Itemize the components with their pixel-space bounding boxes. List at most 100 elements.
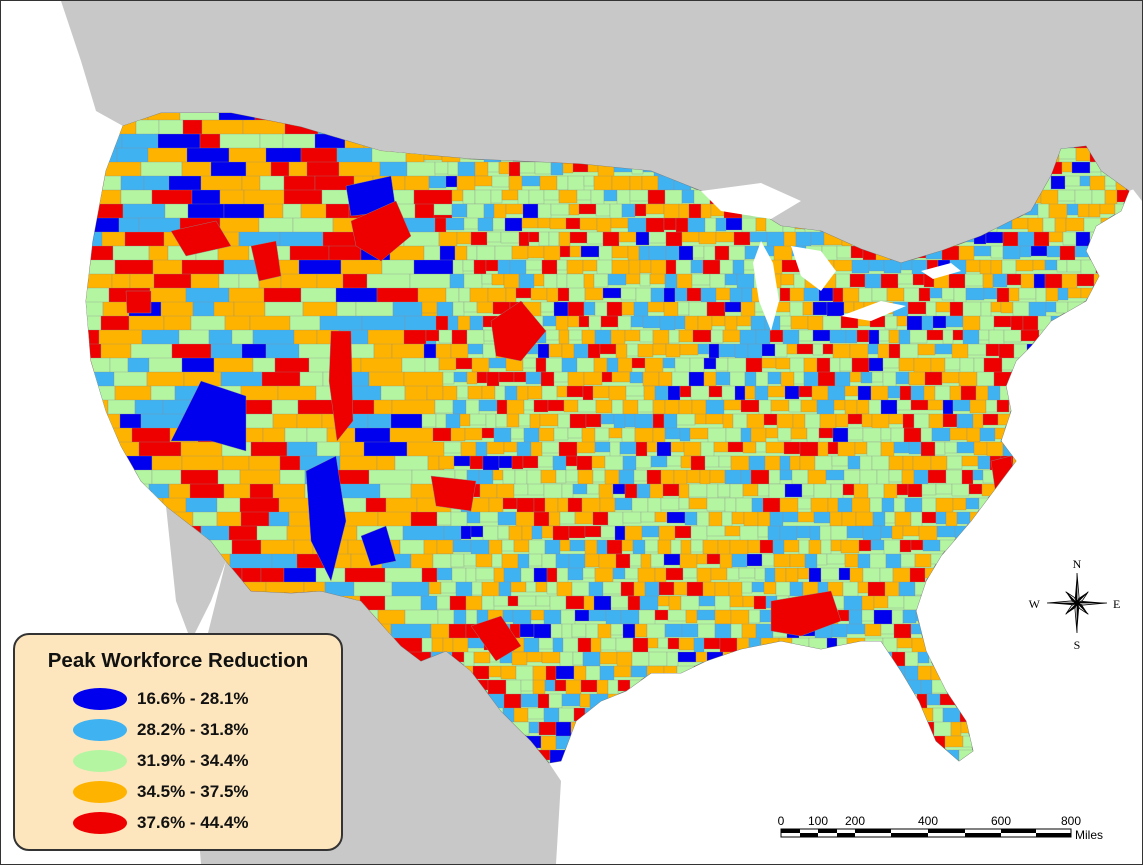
county-cell xyxy=(958,371,978,387)
county-cell xyxy=(644,581,660,599)
county-cell xyxy=(686,287,702,302)
county-cell xyxy=(620,581,635,597)
county-cell xyxy=(592,385,610,399)
county-cell xyxy=(945,511,958,528)
county-cell xyxy=(893,441,910,454)
county-cell xyxy=(548,343,563,358)
county-cell xyxy=(665,343,681,358)
county-cell xyxy=(746,413,765,431)
county-cell xyxy=(654,385,669,403)
county-cell xyxy=(742,441,757,454)
county-cell xyxy=(567,315,580,328)
county-cell xyxy=(667,637,680,650)
county-cell xyxy=(956,511,971,525)
county-cell xyxy=(1062,231,1077,246)
county-cell xyxy=(654,567,667,583)
county-cell xyxy=(558,231,571,248)
county-cell xyxy=(702,581,716,598)
county-cell xyxy=(696,567,712,585)
county-cell xyxy=(797,497,812,510)
scale-segment xyxy=(928,829,965,833)
county-cell xyxy=(573,343,589,359)
county-cell xyxy=(917,665,932,681)
county-cell xyxy=(530,287,548,301)
county-cell xyxy=(730,455,750,472)
county-cell xyxy=(998,343,1015,361)
county-cell xyxy=(851,357,870,375)
county-cell xyxy=(488,357,507,369)
county-cell xyxy=(520,567,535,583)
county-cell xyxy=(902,525,920,537)
county-cell xyxy=(621,301,635,316)
county-cell xyxy=(426,385,444,401)
county-cell xyxy=(754,385,769,403)
county-cell xyxy=(946,455,963,470)
county-cell xyxy=(483,203,495,219)
county-cell xyxy=(724,469,742,485)
county-cell xyxy=(456,175,476,192)
county-cell xyxy=(545,329,560,341)
county-cell xyxy=(578,315,590,328)
county-cell xyxy=(466,329,485,347)
county-cell xyxy=(594,441,611,453)
county-cell xyxy=(610,595,629,609)
county-cell xyxy=(555,721,572,739)
county-cell xyxy=(978,329,990,341)
county-cell xyxy=(617,679,631,692)
county-cell xyxy=(949,385,962,402)
county-cell xyxy=(718,455,732,468)
county-cell xyxy=(500,231,520,244)
county-cell xyxy=(621,203,636,218)
county-cell xyxy=(475,553,493,568)
county-cell xyxy=(909,329,928,344)
county-cell xyxy=(543,189,560,201)
county-cell xyxy=(481,273,493,285)
county-cell xyxy=(1032,259,1046,271)
county-cell xyxy=(453,371,468,383)
county-cell xyxy=(715,217,727,232)
county-cell xyxy=(783,231,797,248)
county-cell xyxy=(665,245,680,261)
county-cell xyxy=(609,203,623,221)
county-cell xyxy=(686,581,704,597)
scale-segment xyxy=(1001,829,1036,833)
county-cell xyxy=(796,525,811,539)
county-cell xyxy=(944,441,958,454)
county-cell xyxy=(783,441,801,455)
county-cell xyxy=(599,665,615,682)
county-cell xyxy=(586,231,604,245)
scale-tick-0: 0 xyxy=(778,814,785,828)
county-cell xyxy=(450,343,469,359)
county-cell xyxy=(764,455,781,472)
county-cell xyxy=(908,441,922,455)
county-cell xyxy=(479,511,499,523)
county-cell xyxy=(641,175,659,191)
county-cell xyxy=(743,511,759,527)
county-cell xyxy=(528,721,540,734)
great-lakes xyxy=(701,183,961,331)
county-cell xyxy=(893,497,906,513)
scale-segment xyxy=(965,833,1001,837)
county-cell xyxy=(569,231,588,244)
county-cell xyxy=(941,371,960,384)
county-cell xyxy=(568,553,586,570)
county-cell xyxy=(755,329,771,347)
county-cell xyxy=(840,539,860,554)
county-cell xyxy=(552,455,567,472)
county-cell xyxy=(557,497,569,513)
county-cell xyxy=(886,287,905,302)
county-cell xyxy=(899,539,912,553)
county-cell xyxy=(908,371,926,386)
county-cell xyxy=(465,399,480,417)
county-cell xyxy=(1067,287,1082,299)
county-cell xyxy=(436,301,454,319)
county-cell xyxy=(624,483,638,501)
county-cell xyxy=(541,651,561,664)
county-cell xyxy=(673,469,688,486)
county-cell xyxy=(990,301,1002,313)
county-cell xyxy=(763,581,777,595)
county-cell xyxy=(629,189,649,202)
county-cell xyxy=(465,609,478,626)
county-cell xyxy=(696,553,708,565)
county-cell xyxy=(561,693,581,707)
